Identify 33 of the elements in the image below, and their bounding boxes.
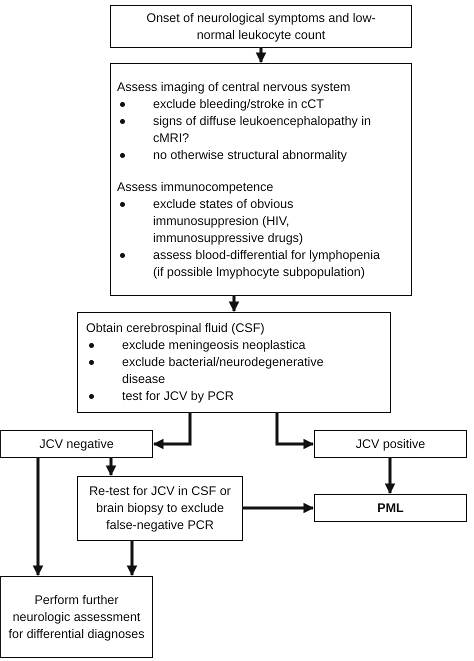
start-box <box>110 5 412 48</box>
process-box <box>77 312 391 413</box>
box-text: Assess immunocompetence <box>117 178 274 196</box>
arrow <box>384 458 396 494</box>
bullet-text: exclude states of obvious immunosuppresion (HIV, immunosuppressive drugs) <box>153 196 304 244</box>
arrow <box>256 48 266 64</box>
arrow <box>32 458 44 576</box>
bullet-text: exclude meningeosis neoplastica <box>122 338 306 352</box>
arrow <box>243 502 314 514</box>
box-text: PML <box>376 500 405 516</box>
bullet-text: exclude bleeding/stroke in cCT <box>153 96 324 110</box>
box-text: Re-test for JCV in CSF or brain biopsy to exclude false-negative PCR <box>88 483 232 534</box>
arrow <box>106 458 116 476</box>
box-text: Perform further neurologic assessment for differential diagnoses <box>8 592 146 642</box>
bullet-text: test for JCV by PCR <box>122 389 234 403</box>
bullet-text: assess blood-differential for lymphopenia (if possible lmyphocyte subpopulation) <box>153 248 380 278</box>
box-text: Obtain cerebrospinal fluid (CSF) <box>86 320 266 337</box>
arrow <box>152 413 192 450</box>
box-text: JCV negative <box>38 436 115 452</box>
box-text: Assess imaging of central nervous system <box>117 78 352 96</box>
arrow <box>276 413 314 450</box>
arrow <box>228 296 240 312</box>
process-box <box>110 63 412 296</box>
process-box <box>77 476 243 541</box>
process-box <box>0 576 153 658</box>
bullet-text: signs of diffuse leukoencephalopathy in cMRI? <box>153 114 371 144</box>
box-text: Onset of neurological symptoms and low-normal leukocyte count <box>145 10 377 44</box>
box-text: JCV positive <box>354 436 426 452</box>
result-box <box>0 430 153 458</box>
outcome-box <box>314 494 467 522</box>
bullet-text: no otherwise structural abnormality <box>153 148 347 162</box>
result-box <box>314 430 467 458</box>
arrow <box>126 541 138 576</box>
